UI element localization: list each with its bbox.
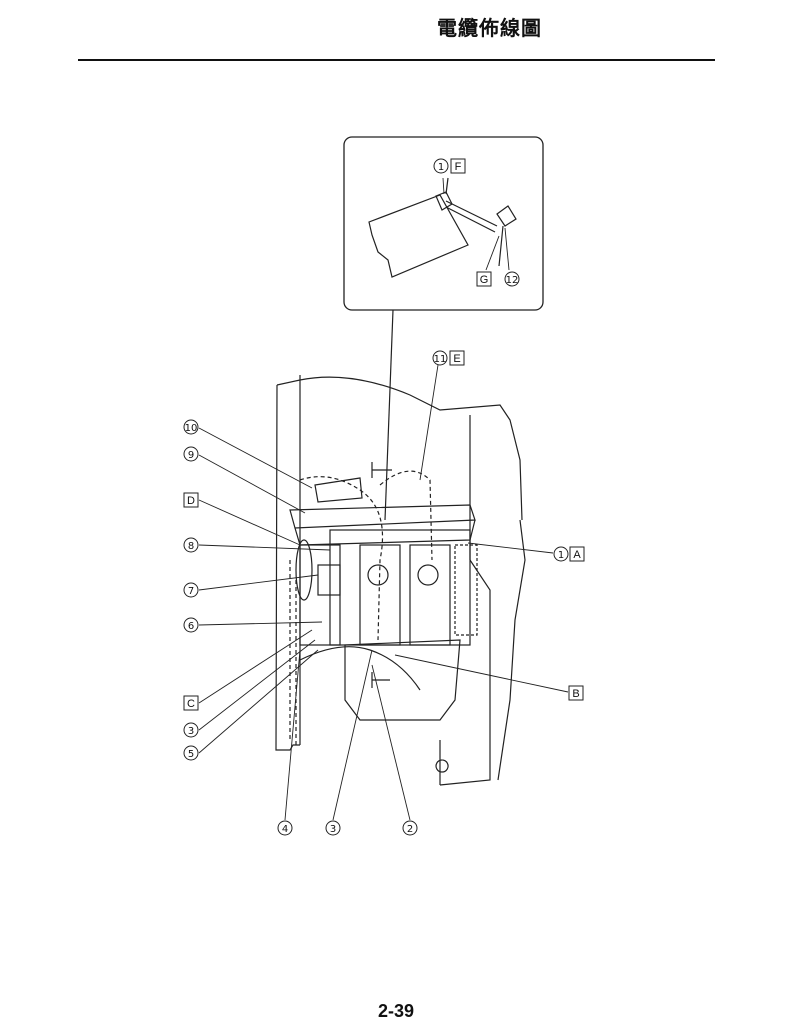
leader-lines xyxy=(198,177,569,821)
callout-C: C xyxy=(183,695,199,711)
callout-G: G xyxy=(476,271,492,287)
callout-B: B xyxy=(568,685,584,701)
svg-text:10: 10 xyxy=(185,423,198,434)
svg-text:1: 1 xyxy=(438,162,444,173)
svg-text:11: 11 xyxy=(434,354,447,365)
callout-3-bottom: 3 xyxy=(325,820,341,836)
svg-text:D: D xyxy=(187,495,195,507)
svg-text:3: 3 xyxy=(330,824,336,835)
svg-text:5: 5 xyxy=(188,749,194,760)
header-divider xyxy=(78,59,715,61)
callout-A: A xyxy=(569,546,585,562)
callout-11: 11 xyxy=(432,350,448,366)
svg-text:7: 7 xyxy=(188,586,194,597)
svg-text:12: 12 xyxy=(506,275,519,286)
callout-4: 4 xyxy=(277,820,293,836)
callout-7: 7 xyxy=(183,582,199,598)
svg-text:F: F xyxy=(455,161,462,173)
svg-text:C: C xyxy=(187,698,195,710)
callout-1-A: 1 xyxy=(553,546,569,562)
callout-E: E xyxy=(449,350,465,366)
svg-text:4: 4 xyxy=(282,824,288,835)
callout-F: F xyxy=(450,158,466,174)
callout-5: 5 xyxy=(183,745,199,761)
svg-text:1: 1 xyxy=(558,550,564,561)
callout-9: 9 xyxy=(183,446,199,462)
svg-text:G: G xyxy=(480,274,489,286)
svg-text:B: B xyxy=(572,688,579,700)
svg-text:3: 3 xyxy=(188,726,194,737)
callout-12: 12 xyxy=(504,271,520,287)
page-number: 2-39 xyxy=(378,1001,415,1021)
svg-text:E: E xyxy=(453,353,460,365)
callout-6: 6 xyxy=(183,617,199,633)
callout-3-left: 3 xyxy=(183,722,199,738)
callout-D: D xyxy=(183,492,199,508)
svg-text:8: 8 xyxy=(188,541,194,552)
svg-text:6: 6 xyxy=(188,621,194,632)
engine-frame-outline xyxy=(275,375,526,786)
inset-detail xyxy=(343,136,544,311)
svg-text:2: 2 xyxy=(407,824,413,835)
svg-text:A: A xyxy=(573,549,581,561)
svg-text:9: 9 xyxy=(188,450,194,461)
callout-2: 2 xyxy=(402,820,418,836)
callout-8: 8 xyxy=(183,537,199,553)
callouts: 10 9 D 8 7 6 C 3 5 4 3 2 11 E 1 A B 1 F … xyxy=(183,158,585,836)
callout-1-F: 1 xyxy=(433,158,449,174)
page-title: 電纜佈線圖 xyxy=(437,16,542,40)
callout-10: 10 xyxy=(183,419,199,435)
